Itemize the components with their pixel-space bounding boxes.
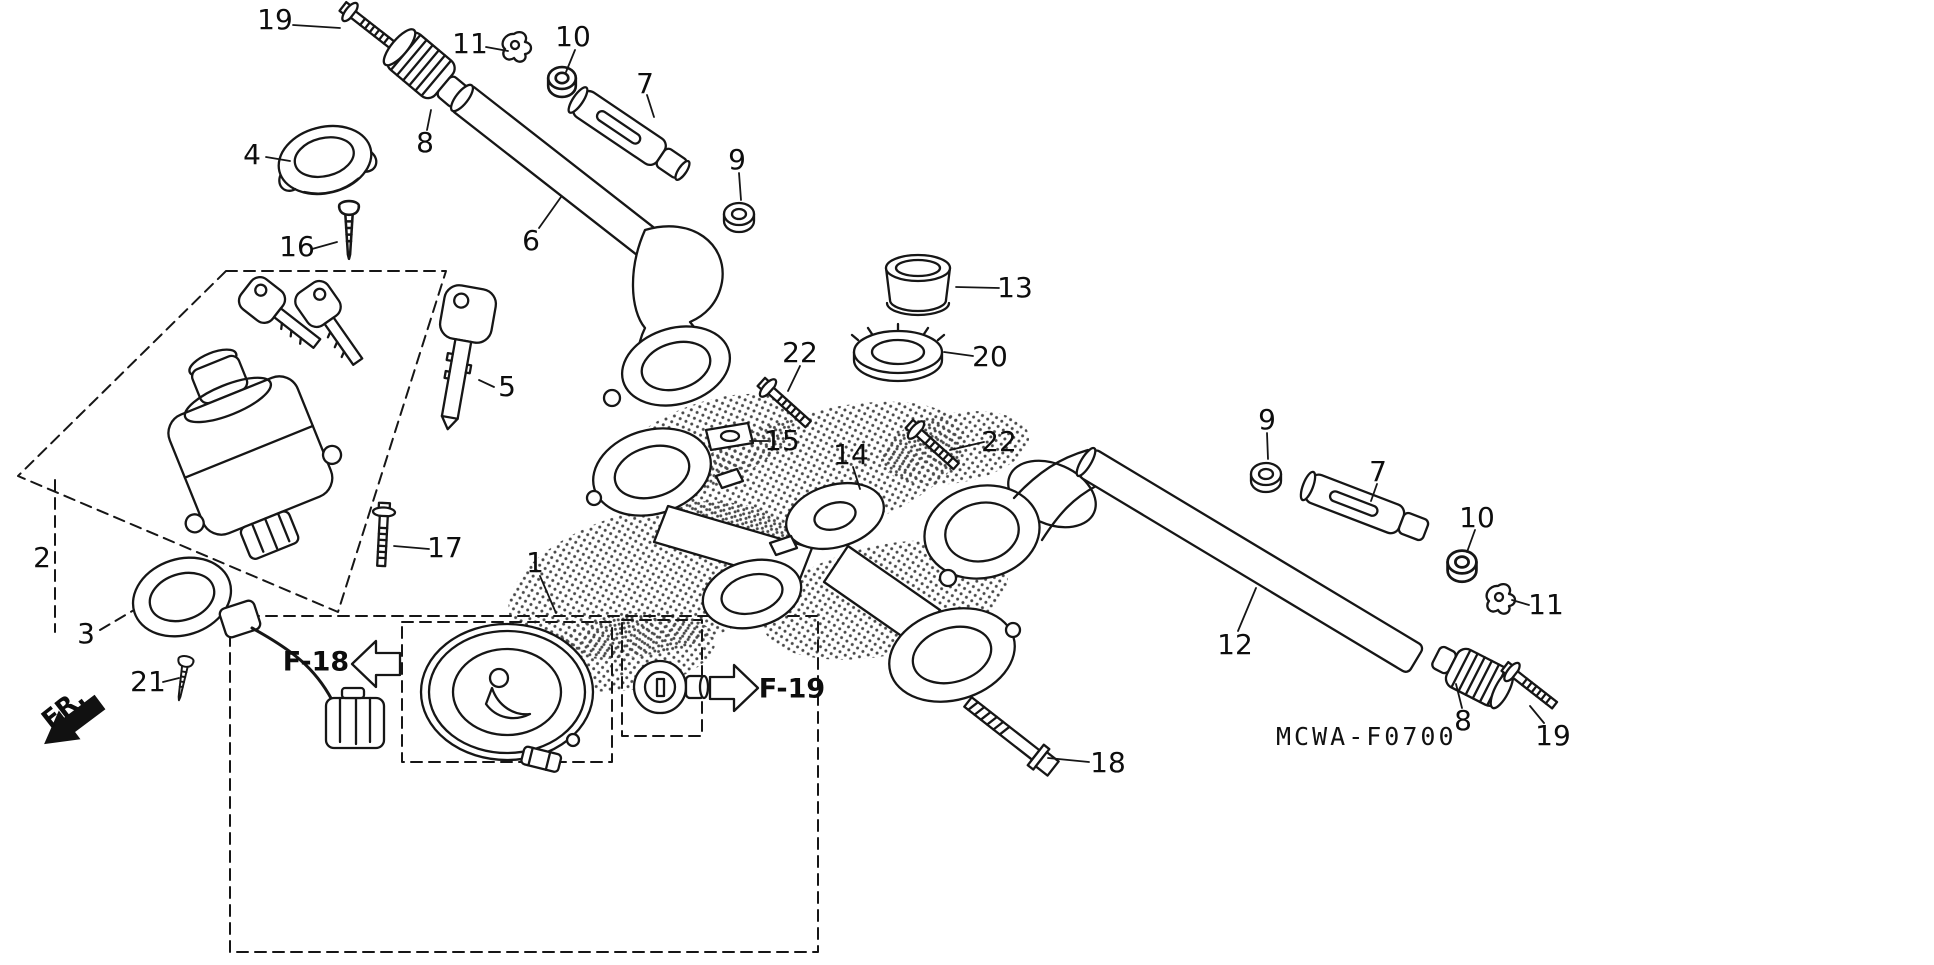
part-label-11a: 11 xyxy=(452,27,488,60)
reference-arrows xyxy=(44,639,760,745)
ref-label-f19: F-19 xyxy=(758,673,826,705)
handlebar-right-group xyxy=(923,446,1563,777)
part-label-11b: 11 xyxy=(1528,588,1564,621)
f19-arrow-icon xyxy=(708,663,760,713)
part-label-5: 5 xyxy=(498,370,516,403)
part-label-10a: 10 xyxy=(555,20,591,53)
stem-cap-13 xyxy=(884,253,952,317)
bolt-18 xyxy=(963,696,1060,777)
part-label-21: 21 xyxy=(130,665,166,698)
ignition-switch-group xyxy=(131,276,498,750)
part-label-9a: 9 xyxy=(728,143,746,176)
front-direction-arrow-icon xyxy=(44,694,106,745)
part-label-10b: 10 xyxy=(1459,501,1495,534)
part-label-19b: 19 xyxy=(1535,719,1571,752)
part-label-14: 14 xyxy=(833,438,869,471)
part-label-15: 15 xyxy=(764,424,800,457)
immobilizer-receiver-3 xyxy=(131,556,386,750)
lock-cover-cap-4 xyxy=(277,124,378,196)
stem-ring-20 xyxy=(850,322,946,383)
top-bridge-group xyxy=(585,253,1022,703)
handlebar-holder-left xyxy=(602,225,732,408)
handlebar-holder-right xyxy=(923,448,1098,588)
grip-end-right xyxy=(1431,645,1515,710)
washer-plate-15 xyxy=(704,421,755,452)
leader-lines xyxy=(162,24,1545,763)
part-label-8b: 8 xyxy=(1454,704,1472,737)
ignition-switch-body xyxy=(167,348,343,560)
part-label-7a: 7 xyxy=(636,67,654,100)
key-pair xyxy=(237,276,364,366)
bar-weight-left xyxy=(567,86,691,181)
part-label-17: 17 xyxy=(427,531,463,564)
diagram-code: MCWA-F0700 xyxy=(1276,722,1457,751)
part-label-22a: 22 xyxy=(782,336,818,369)
handlebar-left-group xyxy=(277,0,756,408)
grip-end-left xyxy=(382,28,469,108)
ref-label-f18: F-18 xyxy=(282,646,350,678)
part-label-22b: 22 xyxy=(981,425,1017,458)
part-label-16: 16 xyxy=(279,230,315,263)
key-5 xyxy=(438,284,498,431)
seat-lock-cylinder xyxy=(632,659,710,715)
part-label-8a: 8 xyxy=(416,126,434,159)
part-label-12: 12 xyxy=(1217,628,1253,661)
part-label-2: 2 xyxy=(33,541,51,574)
fuel-filler-cap xyxy=(419,622,595,773)
part-label-4: 4 xyxy=(243,138,261,171)
part-label-19a: 19 xyxy=(257,3,293,36)
part-label-20: 20 xyxy=(972,340,1008,373)
f18-arrow-icon xyxy=(350,639,402,689)
handlebar-pipe-right xyxy=(1075,446,1424,673)
part-label-18: 18 xyxy=(1090,746,1126,779)
part-label-13: 13 xyxy=(997,271,1033,304)
part-label-6: 6 xyxy=(522,224,540,257)
part-label-1: 1 xyxy=(526,546,544,579)
part-label-7b: 7 xyxy=(1369,455,1387,488)
part-label-3: 3 xyxy=(77,617,95,650)
bar-weight-right xyxy=(1299,470,1430,542)
part-label-9b: 9 xyxy=(1258,403,1276,436)
